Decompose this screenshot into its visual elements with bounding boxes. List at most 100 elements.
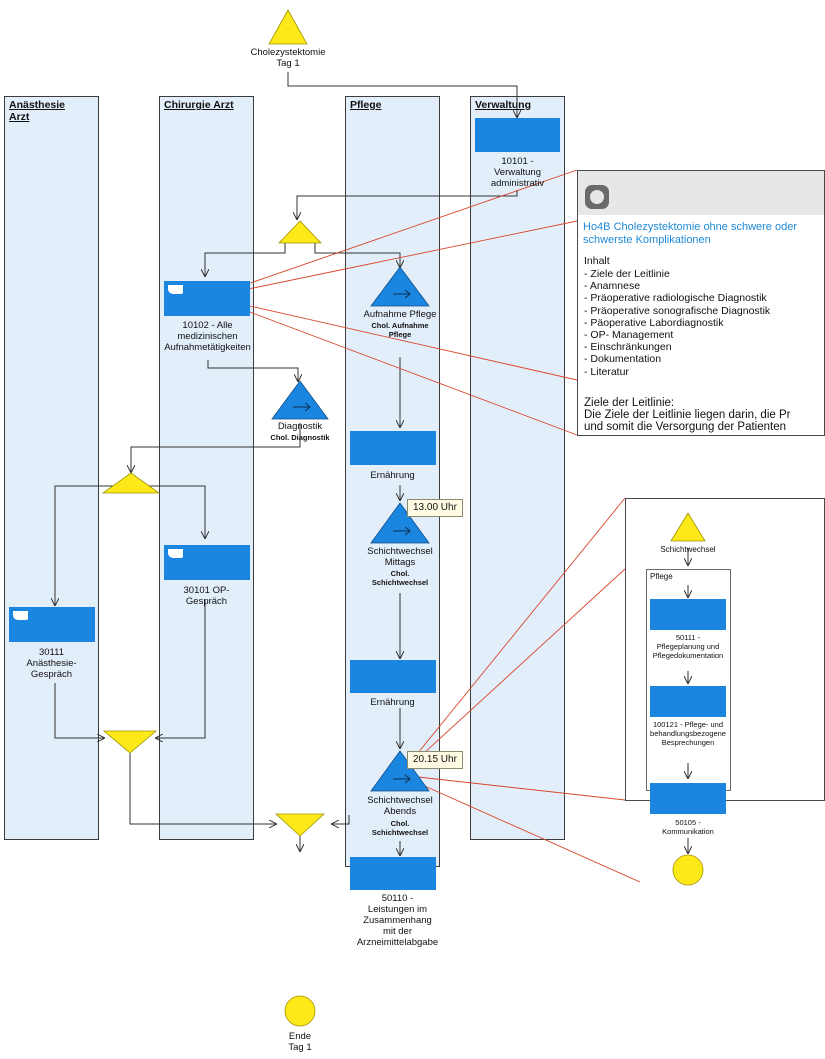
ernaehrung-box-2[interactable]	[350, 660, 436, 693]
edge	[332, 815, 350, 824]
split-gateway[interactable]	[278, 220, 322, 244]
schichtwechsel-mittags-label: Schichtwechsel Mittags	[367, 546, 433, 568]
aufnahme-pflege-label: Aufnahme Pflege	[363, 309, 437, 320]
ernaehrung-label-1: Ernährung	[370, 470, 415, 481]
ziele-text-line-1: Die Ziele der Leitlinie liegen darin, di…	[584, 409, 791, 421]
subprocess-start-label: Schichtwechsel	[660, 545, 716, 554]
popup-header-bar	[578, 171, 824, 215]
aufnahme-pflege-sublabel: Chol. Aufnahme Pflege	[371, 321, 429, 339]
lane-title-chirurgie: Chirurgie Arzt	[164, 99, 234, 111]
end-label: Ende Tag 1	[288, 1031, 312, 1053]
verwaltung-label: 10101 - Verwaltung administrativ	[490, 156, 545, 189]
leistungen-label: 50110 - Leistungen im Zusammenhang mit d…	[356, 893, 439, 948]
edge	[297, 190, 518, 219]
list-item[interactable]: - Ziele der Leitlinie	[584, 268, 670, 280]
link-line	[399, 774, 641, 883]
arrow-right-icon	[393, 526, 411, 536]
guideline-title[interactable]: Ho4B Cholezystektomie ohne schwere oder …	[583, 221, 798, 246]
schichtwechsel-abends-label: Schichtwechsel Abends	[367, 795, 433, 817]
subprocess-lane-title: Pflege	[650, 572, 673, 581]
schichtwechsel-mittags-sublabel: Chol. Schichtwechsel	[371, 569, 429, 587]
guideline-contents-list: - Ziele der Leitlinie - Anamnese - Präop…	[584, 268, 770, 378]
diagnostik-trigger[interactable]	[271, 380, 329, 420]
ernaehrung-box-1[interactable]	[350, 431, 436, 465]
kommunikation-box[interactable]	[650, 783, 726, 814]
subprocess-end-circle[interactable]	[672, 854, 704, 886]
list-item[interactable]: - Literatur	[584, 365, 629, 378]
diagnostik-label: Diagnostik	[277, 421, 323, 432]
edge	[147, 485, 205, 538]
lane-verwaltung	[470, 96, 565, 840]
pflegeplanung-label: 50111 - Pflegeplanung und Pflegedokument…	[652, 633, 724, 660]
join-gateway[interactable]	[274, 813, 326, 837]
kommunikation-label: 50105 - Kommunikation	[662, 818, 714, 836]
edge	[287, 72, 517, 117]
link-line	[209, 296, 578, 381]
ziele-text: Die Ziele der Leitlinie liegen darin, di…	[584, 409, 824, 433]
list-item[interactable]: - Einschränkungen	[584, 341, 672, 354]
edge	[54, 683, 104, 738]
schichtwechsel-abends-trigger[interactable]	[370, 750, 430, 792]
aufnahme-pflege-trigger[interactable]	[370, 266, 430, 307]
arrow-right-icon	[393, 774, 411, 784]
besprechungen-box[interactable]	[650, 686, 726, 717]
list-item[interactable]: - Präoperative radiologische Diagnostik	[584, 292, 767, 305]
link-line	[399, 774, 626, 801]
link-line	[209, 296, 578, 436]
list-item[interactable]: - Anamnese	[584, 280, 641, 293]
diagnostik-sublabel: Chol. Diagnostik	[270, 433, 330, 442]
list-item[interactable]: - OP- Management	[584, 329, 674, 342]
schichtwechsel-mittags-trigger[interactable]	[370, 502, 430, 544]
document-icon	[13, 611, 28, 620]
start-label: Cholezystektomie Tag 1	[250, 47, 326, 69]
anaesthesie-gespraech-box[interactable]	[9, 607, 95, 642]
subprocess-start-triangle[interactable]	[670, 512, 706, 542]
leistungen-box[interactable]	[350, 857, 436, 890]
lane-title-anaesthesie: Anästhesie Arzt	[9, 99, 66, 123]
besprechungen-label: 100121 - Pflege- und behandlungsbezogene…	[650, 720, 726, 747]
inhalt-heading: Inhalt	[584, 255, 610, 267]
ziele-text-line-2: und somit die Versorgung der Patienten	[584, 421, 787, 433]
aufnahme-med-label: 10102 - Alle medizinischen Aufnahmetätig…	[164, 320, 251, 353]
timer-badge-abends[interactable]: 20.15 Uhr	[407, 751, 463, 769]
link-line	[399, 568, 626, 776]
arrow-right-icon	[393, 289, 411, 299]
ziele-heading: Ziele der Leitlinie:	[584, 397, 675, 409]
link-line	[399, 497, 626, 776]
ernaehrung-label-2: Ernährung	[370, 697, 415, 708]
document-icon	[168, 285, 183, 294]
op-gespraech-label: 30101 OP- Gespräch	[183, 585, 230, 607]
verwaltung-box[interactable]	[475, 118, 560, 152]
list-item[interactable]: - Päoperative Labordiagnostik	[584, 316, 724, 329]
list-item[interactable]: - Präoperative sonografische Diagnostik	[584, 304, 771, 317]
list-item[interactable]: - Dokumentation	[584, 353, 662, 366]
end-event-circle[interactable]	[284, 995, 316, 1027]
edge	[207, 360, 298, 381]
op-gespraech-box[interactable]	[164, 545, 250, 580]
edge	[314, 243, 400, 267]
edge	[131, 423, 301, 472]
schichtwechsel-abends-sublabel: Chol. Schichtwechsel	[371, 819, 429, 837]
guideline-popup[interactable]: Ho4B Cholezystektomie ohne schwere oder …	[577, 170, 825, 436]
lane-chirurgie	[159, 96, 254, 840]
join-gateway[interactable]	[102, 730, 158, 754]
link-line	[209, 220, 578, 298]
document-icon	[168, 549, 183, 558]
pflegeplanung-box[interactable]	[650, 599, 726, 630]
split-gateway[interactable]	[101, 472, 161, 494]
edge	[129, 753, 276, 824]
aufnahme-med-box[interactable]	[164, 281, 250, 316]
anaesthesie-gespraech-label: 30111 Anästhesie- Gespräch	[26, 647, 77, 680]
link-line	[209, 169, 578, 298]
edge	[205, 243, 286, 276]
edge	[55, 485, 115, 605]
lane-anaesthesie	[4, 96, 99, 840]
start-event-triangle[interactable]	[268, 9, 308, 45]
edge	[156, 600, 206, 738]
lane-title-pflege: Pflege	[350, 99, 382, 111]
arrow-right-icon	[293, 402, 311, 412]
popup-logo-icon	[585, 185, 609, 209]
timer-badge-mittags[interactable]: 13.00 Uhr	[407, 499, 463, 517]
